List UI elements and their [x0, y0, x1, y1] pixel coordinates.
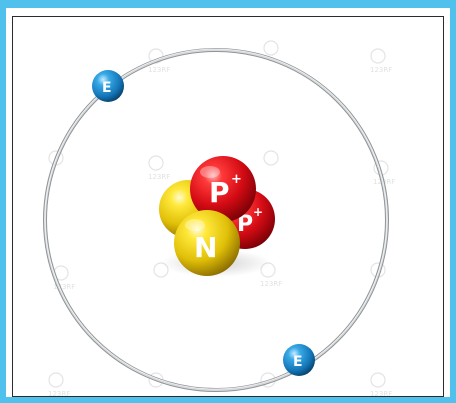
proton-label: P	[209, 176, 230, 209]
watermark-text: 123RF	[260, 280, 282, 288]
proton-charge: +	[231, 172, 242, 187]
neutron-label: N	[194, 231, 217, 264]
watermark-text: 123RF	[48, 390, 70, 398]
proton-charge: +	[253, 205, 263, 219]
watermark-text: 123RF	[148, 173, 170, 181]
watermark-text: 123RF	[370, 390, 392, 398]
electron-label: E	[102, 80, 112, 96]
electron-bottom-right: E	[283, 344, 315, 376]
electron-label: E	[293, 354, 303, 370]
electron-top-left: E	[92, 70, 124, 102]
watermark-text: 123RF	[370, 66, 392, 74]
helium-atom-diagram: 123RF 123RF 123RF 123RF 123RF 123RF 123R…	[6, 8, 456, 403]
watermark-text: 123RF	[148, 66, 170, 74]
neutron-front: N	[174, 210, 240, 276]
